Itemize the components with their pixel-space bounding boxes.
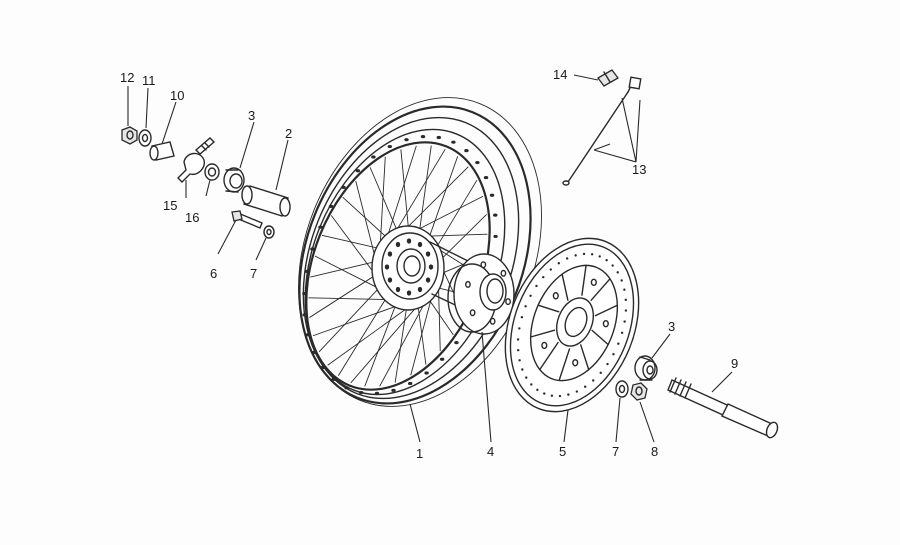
callout-9: 9 <box>731 356 738 371</box>
callout-3-left: 3 <box>248 108 255 123</box>
callout-labels: 12 11 10 3 2 15 16 6 7 1 4 5 7 8 3 9 14 … <box>120 67 738 461</box>
washer-outer <box>138 129 152 147</box>
callout-10: 10 <box>170 88 184 103</box>
leader-lines <box>127 74 733 443</box>
callout-7-left: 7 <box>250 266 257 281</box>
right-bearing <box>634 355 658 381</box>
spoked-wheel <box>298 97 542 407</box>
callout-16: 16 <box>185 210 199 225</box>
callout-8: 8 <box>651 444 658 459</box>
callout-11: 11 <box>142 73 156 88</box>
callout-4: 4 <box>487 444 494 459</box>
spare-spoke <box>562 76 642 186</box>
callout-3-right: 3 <box>668 319 675 334</box>
brake-disc <box>504 237 640 413</box>
washer-left <box>263 225 275 239</box>
nut-outer <box>121 126 138 145</box>
bushing <box>149 141 175 161</box>
callout-12: 12 <box>120 70 134 85</box>
bolt <box>231 210 263 229</box>
callout-14: 14 <box>553 67 567 82</box>
spacer-tube <box>241 185 291 217</box>
callout-15: 15 <box>163 198 177 213</box>
callout-1: 1 <box>416 446 423 461</box>
callout-5: 5 <box>559 444 566 459</box>
callout-6: 6 <box>210 266 217 281</box>
wheel-axle <box>667 377 779 439</box>
callout-2: 2 <box>285 126 292 141</box>
hub-holes <box>384 238 434 296</box>
left-bearing <box>223 167 245 193</box>
washer-right <box>615 380 629 398</box>
axle-nut <box>630 382 648 401</box>
speedometer-drive <box>177 137 216 183</box>
callout-7-right: 7 <box>612 444 619 459</box>
seal-ring <box>204 163 220 181</box>
disc-carrier <box>447 253 515 335</box>
callout-13: 13 <box>632 162 646 177</box>
spoke-nipple-sleeve <box>597 69 619 87</box>
